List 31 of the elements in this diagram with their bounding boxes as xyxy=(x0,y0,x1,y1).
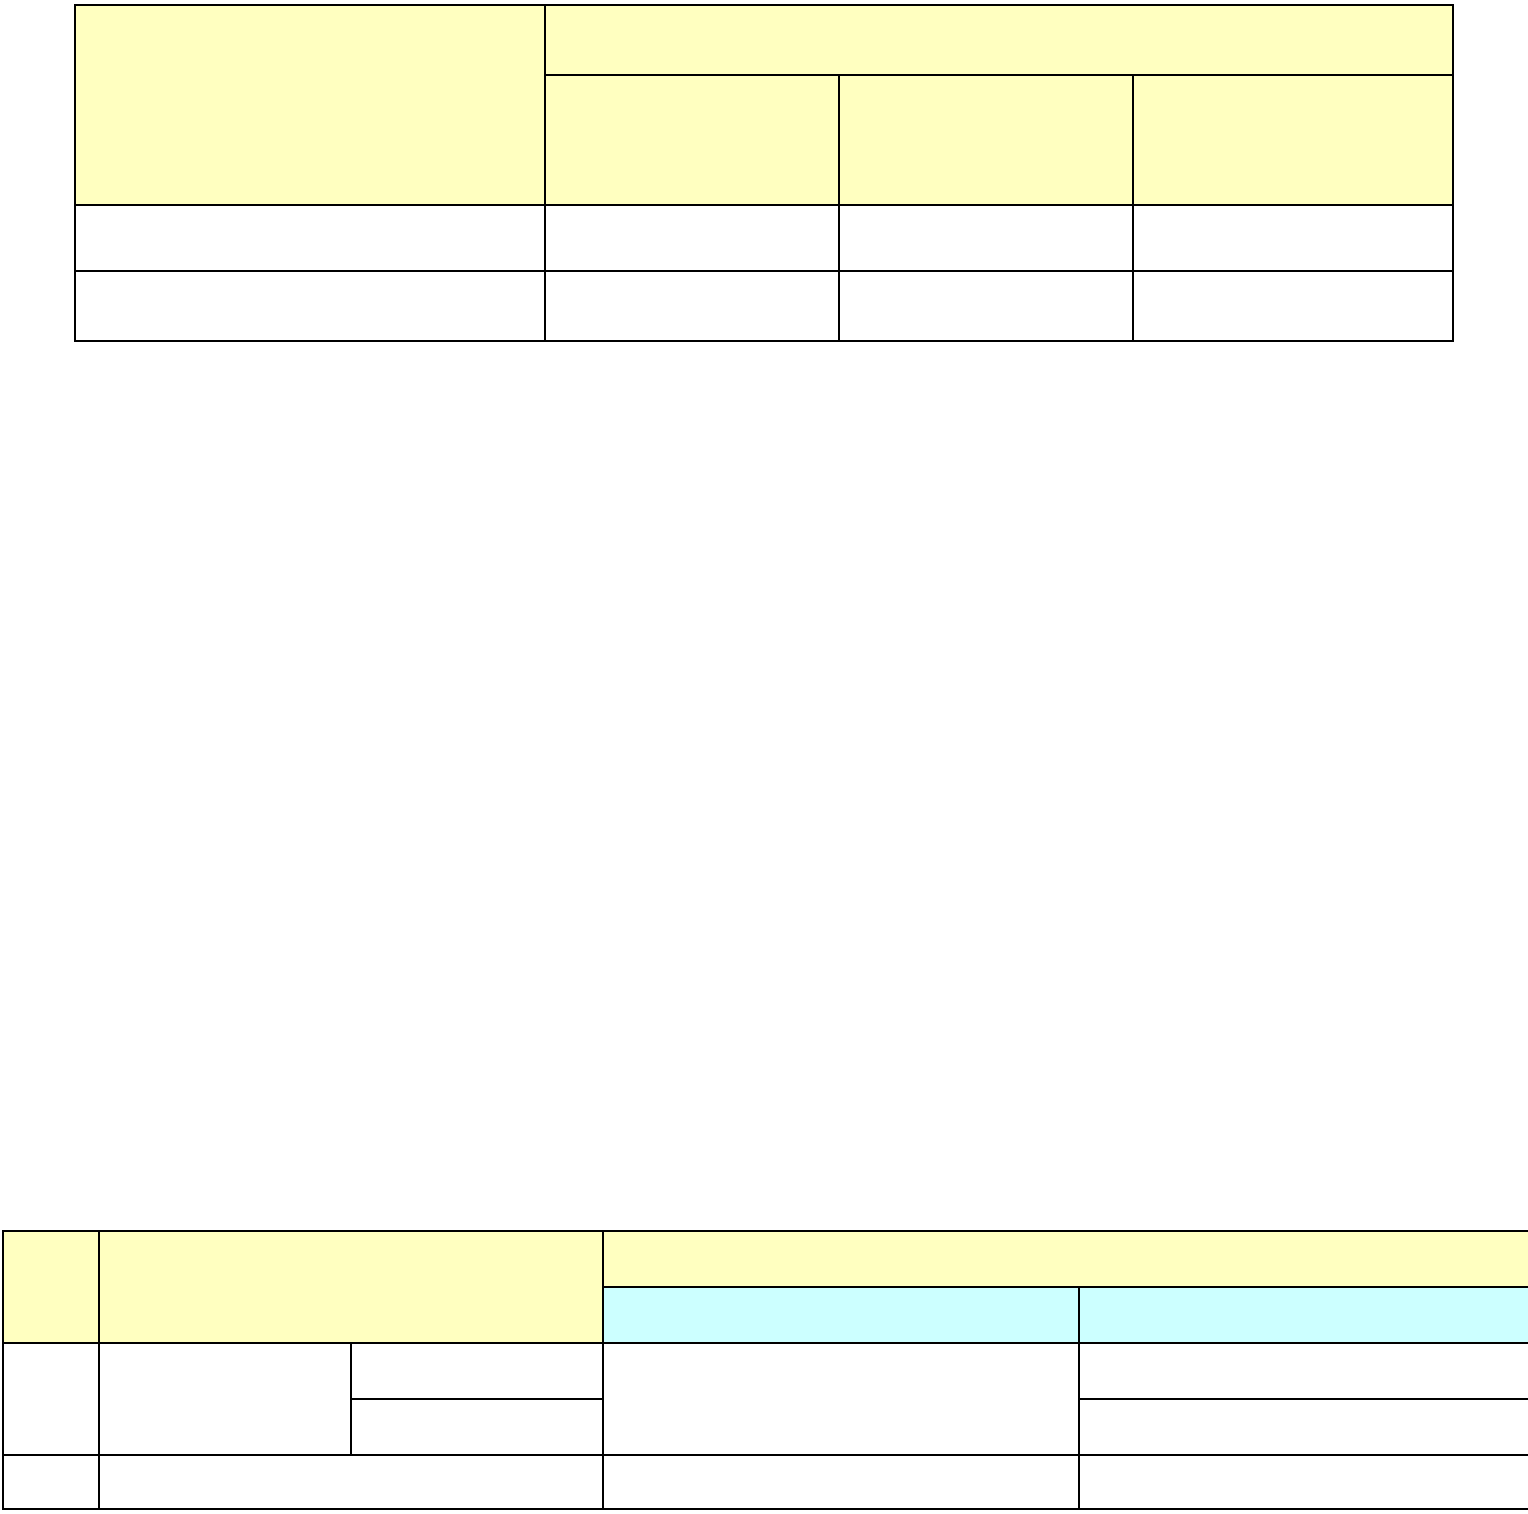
header-cell xyxy=(838,74,1136,208)
table-cell xyxy=(98,1454,606,1510)
table-cell xyxy=(350,1398,606,1458)
table-cell xyxy=(544,270,842,342)
header-cell xyxy=(74,4,548,208)
table-cell xyxy=(1132,270,1454,342)
header-cell xyxy=(2,1230,102,1346)
header-cell xyxy=(602,1230,1528,1290)
header-cell xyxy=(602,1286,1082,1346)
table-cell xyxy=(544,204,842,274)
table-cell xyxy=(1132,204,1454,274)
table-cell xyxy=(838,204,1136,274)
header-cell xyxy=(544,74,842,208)
table-cell xyxy=(1078,1454,1528,1510)
table-cell xyxy=(74,270,548,342)
table-cell xyxy=(602,1342,1082,1458)
table-cell xyxy=(1078,1398,1528,1458)
header-cell xyxy=(1132,74,1454,208)
table-cell xyxy=(838,270,1136,342)
table-cell xyxy=(602,1454,1082,1510)
table-cell xyxy=(350,1342,606,1402)
data-table xyxy=(2,1230,1526,1506)
header-cell xyxy=(98,1230,606,1346)
table-cell xyxy=(2,1454,102,1510)
table-cell xyxy=(2,1342,102,1458)
header-cell xyxy=(544,4,1454,78)
data-table xyxy=(74,4,1450,338)
header-cell xyxy=(1078,1286,1528,1346)
table-cell xyxy=(74,204,548,274)
table-cell xyxy=(98,1342,354,1458)
table-cell xyxy=(1078,1342,1528,1402)
